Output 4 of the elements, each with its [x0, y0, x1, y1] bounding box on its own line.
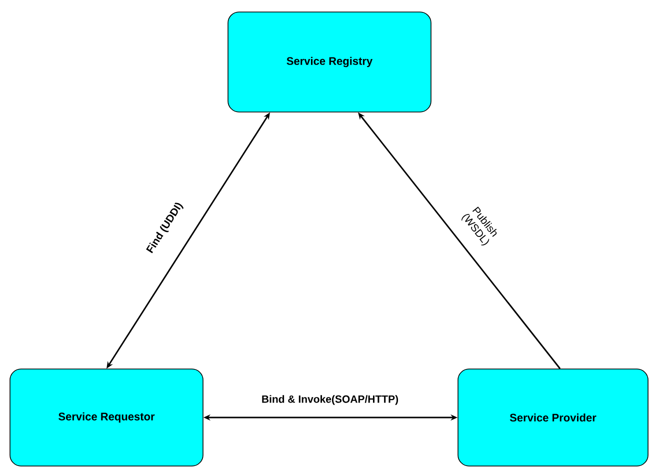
edge-label: Bind & Invoke(SOAP/HTTP): [262, 395, 398, 405]
service-box: Service Provider: [458, 368, 648, 466]
service-box: Service Registry: [228, 12, 432, 112]
service-box: Service Requestor: [10, 368, 204, 466]
